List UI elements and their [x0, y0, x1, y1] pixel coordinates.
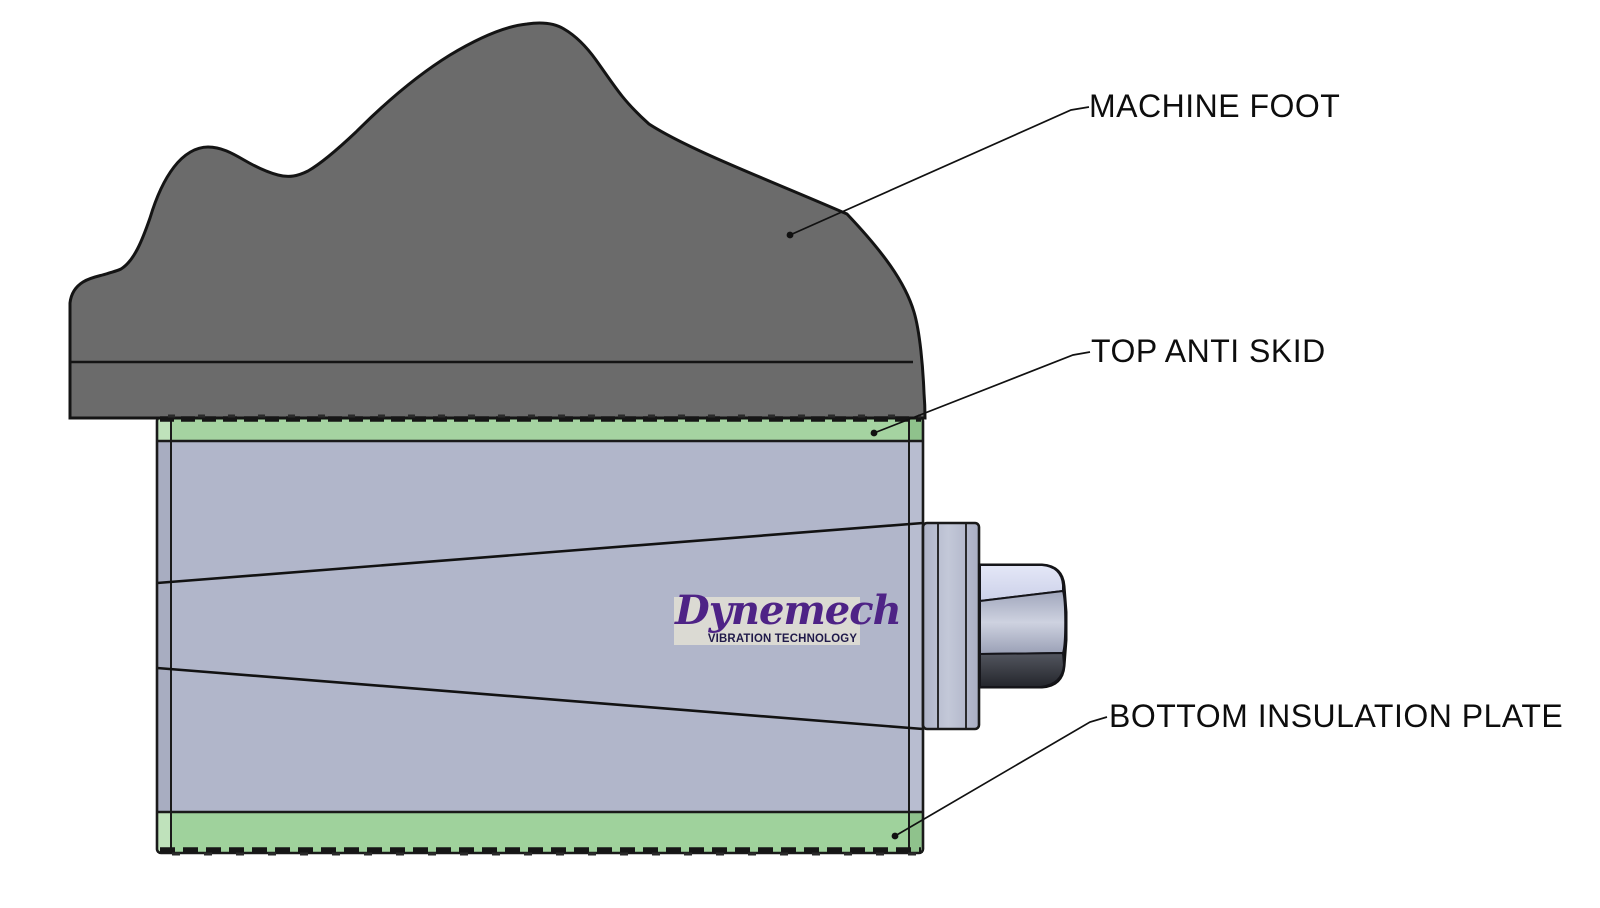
bolt-boss: [921, 521, 981, 731]
logo-brand-text: Dynemech: [675, 587, 902, 634]
serration-texture: [160, 414, 921, 856]
leader-lines: [786, 106, 1108, 840]
machine-foot-shape: [68, 21, 927, 420]
label-top-anti-skid: TOP ANTI SKID: [1091, 333, 1326, 369]
hex-bolt-head: [978, 563, 1068, 689]
label-machine-foot: MACHINE FOOT: [1089, 88, 1341, 124]
label-bottom-insulation-plate: BOTTOM INSULATION PLATE: [1109, 698, 1564, 734]
logo-tagline-text: VIBRATION TECHNOLOGY: [707, 631, 857, 645]
dynemech-logo: Dynemech VIBRATION TECHNOLOGY: [674, 587, 902, 645]
